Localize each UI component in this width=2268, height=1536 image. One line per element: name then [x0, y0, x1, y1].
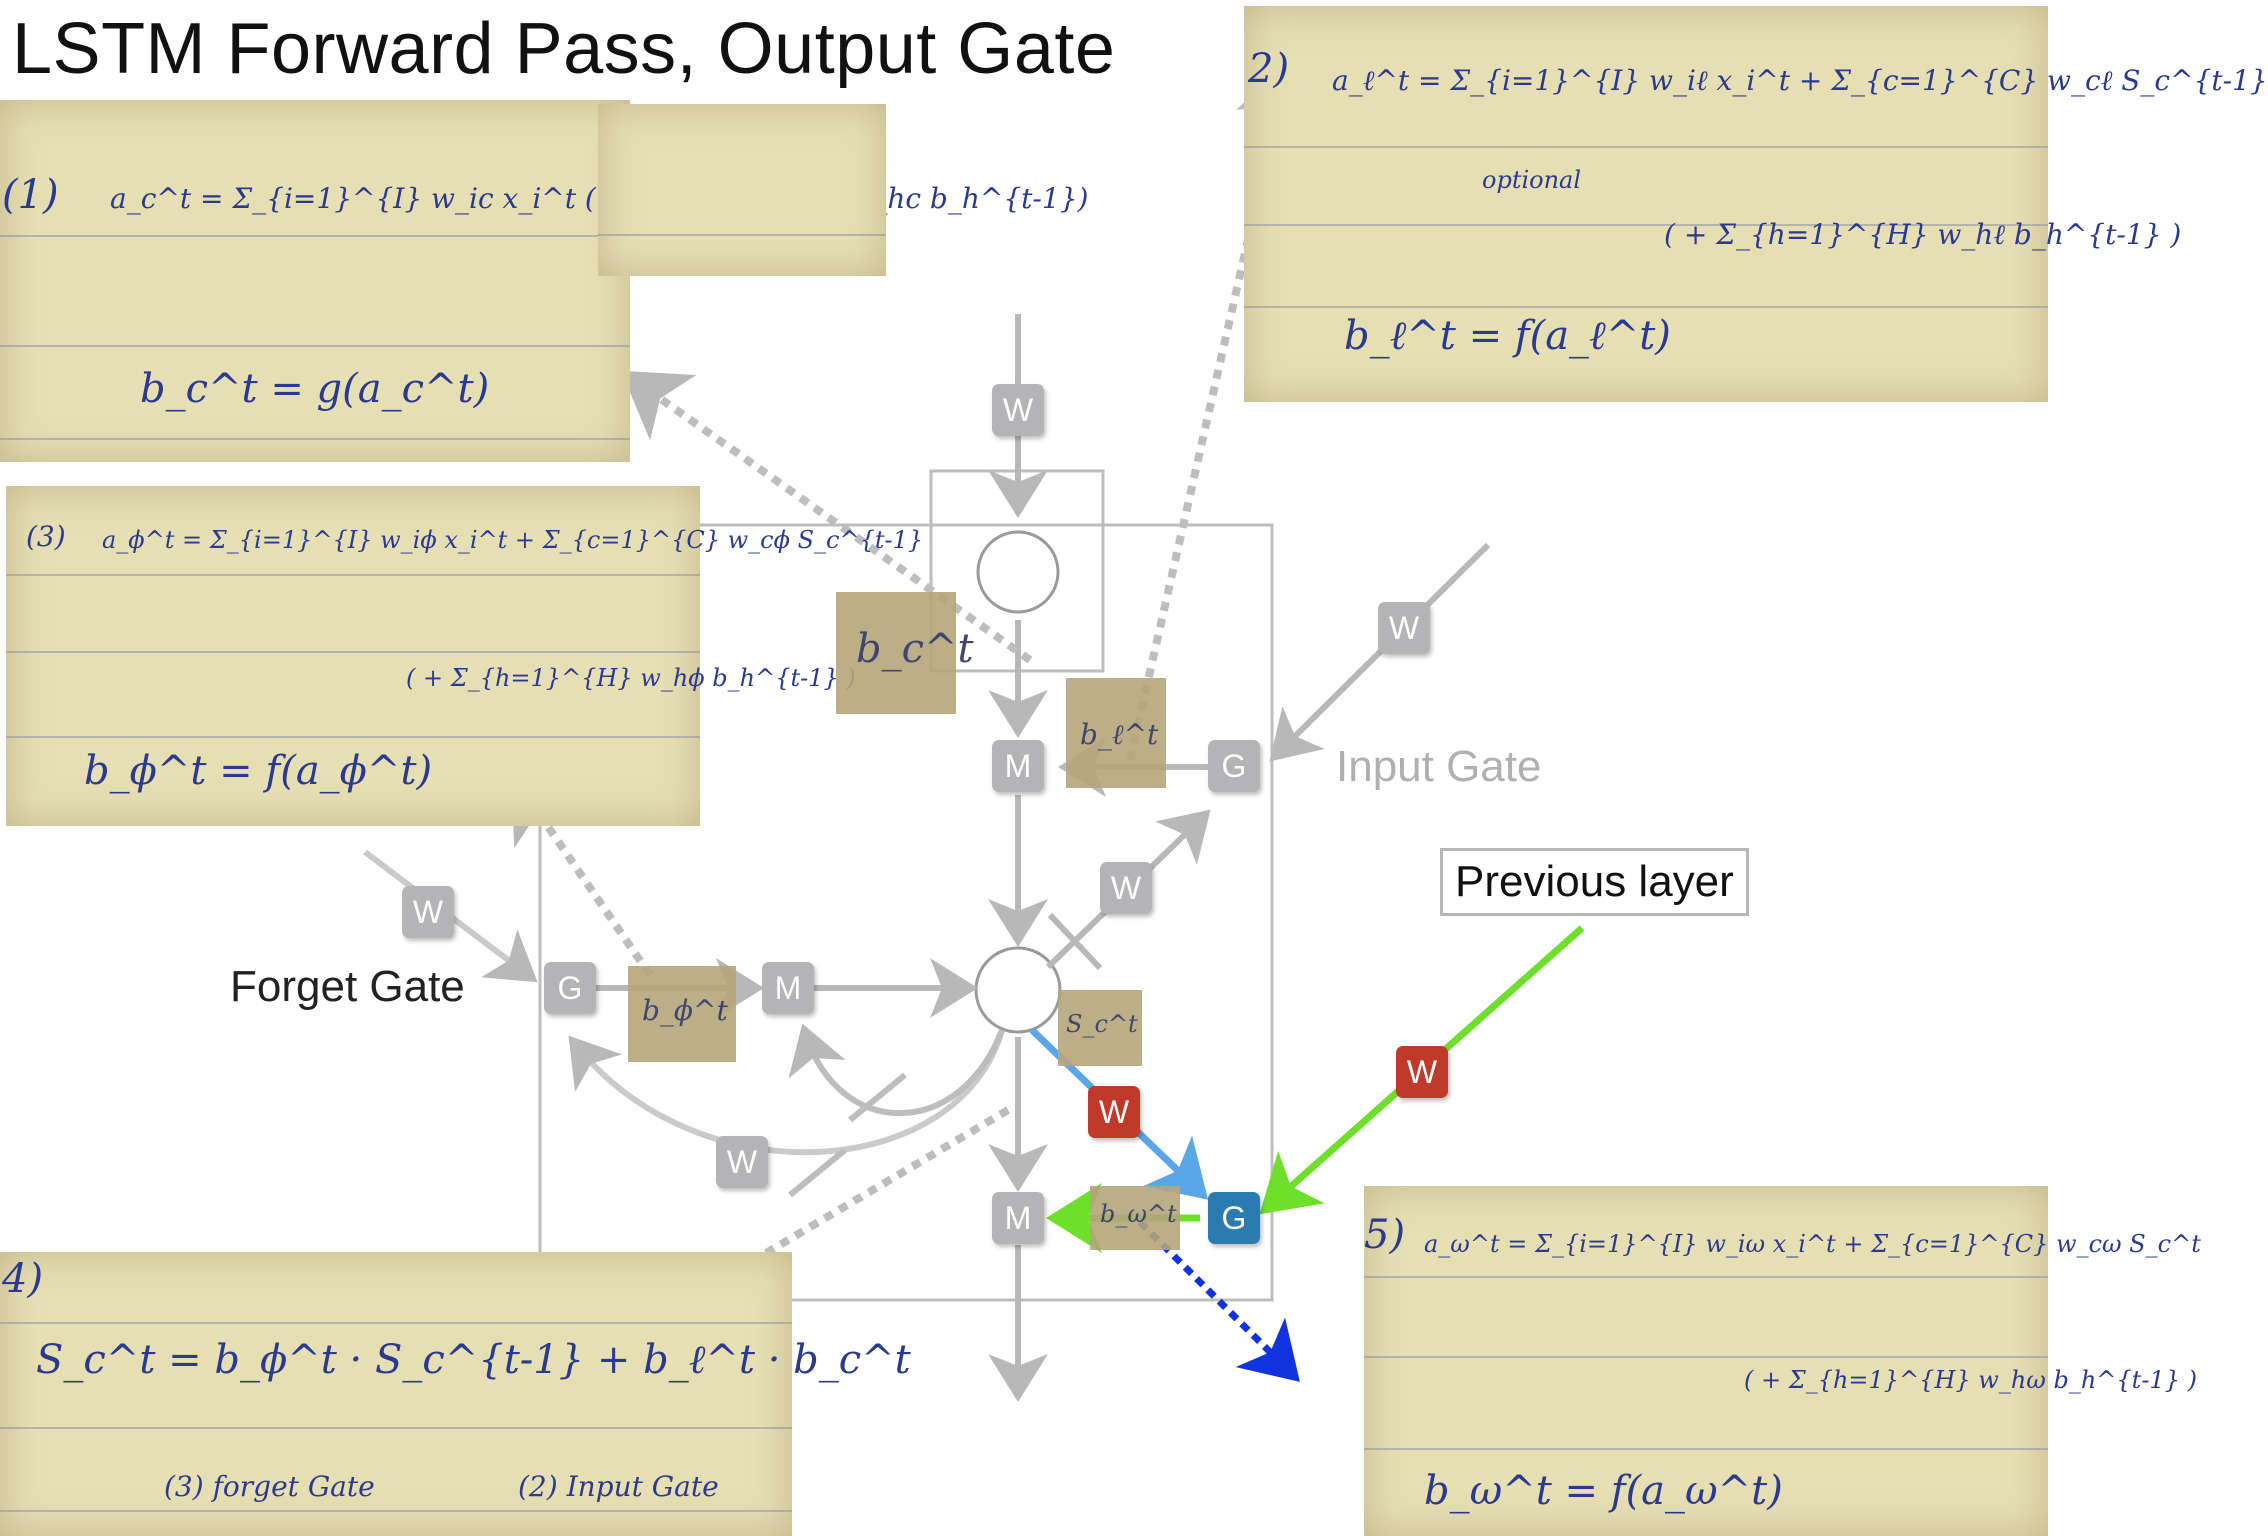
- note2-number: 2): [1248, 46, 1290, 92]
- m-node-input[interactable]: M: [992, 740, 1044, 792]
- w-node-forget-input[interactable]: W: [402, 886, 454, 938]
- w-node-peephole-output[interactable]: W: [1088, 1086, 1140, 1138]
- snippet-bc: b_c^t: [836, 592, 974, 714]
- w-node-peephole-input[interactable]: W: [1100, 862, 1152, 914]
- note2-recurrent: ( + Σ_{h=1}^{H} w_hℓ b_h^{t-1} ): [1664, 218, 2182, 251]
- note1-number: (1): [2, 172, 59, 218]
- note3-equation: a_ϕ^t = Σ_{i=1}^{I} w_iϕ x_i^t + Σ_{c=1}…: [102, 526, 924, 554]
- cell-input-circle: [976, 530, 1060, 614]
- snippet-bw: b_ω^t: [1090, 1186, 1180, 1250]
- w-node-input-gate[interactable]: W: [1378, 602, 1430, 654]
- page-title: LSTM Forward Pass, Output Gate: [12, 9, 1116, 89]
- equation-note-5: 5) a_ω^t = Σ_{i=1}^{I} w_iω x_i^t + Σ_{c…: [1364, 1186, 2201, 1536]
- note4-forget-label: (3) forget Gate: [164, 1470, 375, 1503]
- note2-activation: b_ℓ^t = f(a_ℓ^t): [1344, 313, 1671, 359]
- note1-activation: b_c^t = g(a_c^t): [140, 366, 490, 412]
- m-node-forget[interactable]: M: [762, 962, 814, 1014]
- w-node-previous-layer[interactable]: W: [1396, 1046, 1448, 1098]
- w-node-peephole-forget[interactable]: W: [716, 1136, 768, 1188]
- note3-activation: b_ϕ^t = f(a_ϕ^t): [84, 748, 433, 794]
- equation-note-1: (1) a_c^t = Σ_{i=1}^{I} w_ic x_i^t (+ Σ_…: [0, 100, 1088, 462]
- note3-number: (3): [26, 520, 66, 553]
- forget-gate-label: Forget Gate: [230, 962, 465, 1011]
- note2-equation: a_ℓ^t = Σ_{i=1}^{I} w_iℓ x_i^t + Σ_{c=1}…: [1332, 64, 2268, 97]
- note5-equation: a_ω^t = Σ_{i=1}^{I} w_iω x_i^t + Σ_{c=1}…: [1424, 1230, 2201, 1258]
- cell-state-circle: [974, 946, 1062, 1034]
- note5-recurrent: ( + Σ_{h=1}^{H} w_hω b_h^{t-1} ): [1744, 1366, 2197, 1394]
- snippet-bw-text: b_ω^t: [1100, 1200, 1177, 1228]
- equation-note-3: (3) a_ϕ^t = Σ_{i=1}^{I} w_iϕ x_i^t + Σ_{…: [6, 486, 923, 826]
- note2-optional: optional: [1482, 166, 1582, 194]
- snippet-bl: b_ℓ^t: [1066, 678, 1166, 788]
- equation-note-1-extension: [598, 104, 886, 276]
- g-node-forget-gate[interactable]: G: [544, 962, 596, 1014]
- g-node-output-gate[interactable]: G: [1208, 1192, 1260, 1244]
- snippet-sc-text: S_c^t: [1066, 1010, 1138, 1038]
- snippet-bc-text: b_c^t: [856, 626, 974, 672]
- note5-activation: b_ω^t = f(a_ω^t): [1424, 1468, 1783, 1514]
- previous-layer-box: Previous layer: [1440, 848, 1749, 916]
- input-gate-label: Input Gate: [1336, 742, 1542, 791]
- equation-note-2: 2) a_ℓ^t = Σ_{i=1}^{I} w_iℓ x_i^t + Σ_{c…: [1244, 6, 2268, 402]
- m-node-output[interactable]: M: [992, 1192, 1044, 1244]
- note4-equation: S_c^t = b_ϕ^t · S_c^{t-1} + b_ℓ^t · b_c^…: [36, 1337, 911, 1383]
- snippet-bphi: b_ϕ^t: [628, 966, 736, 1062]
- snippet-bl-text: b_ℓ^t: [1080, 718, 1159, 751]
- note3-recurrent: ( + Σ_{h=1}^{H} w_hϕ b_h^{t-1} ): [406, 664, 856, 692]
- equation-note-4: 4) S_c^t = b_ϕ^t · S_c^{t-1} + b_ℓ^t · b…: [0, 1252, 911, 1536]
- note5-number: 5): [1364, 1212, 1406, 1258]
- note4-number: 4): [2, 1256, 44, 1302]
- cell-box: [538, 523, 1274, 1302]
- w-node-top[interactable]: W: [992, 384, 1044, 436]
- g-node-input-gate[interactable]: G: [1208, 740, 1260, 792]
- snippet-sc: S_c^t: [1058, 990, 1142, 1066]
- note4-input-label: (2) Input Gate: [518, 1470, 719, 1503]
- snippet-bphi-text: b_ϕ^t: [642, 994, 728, 1027]
